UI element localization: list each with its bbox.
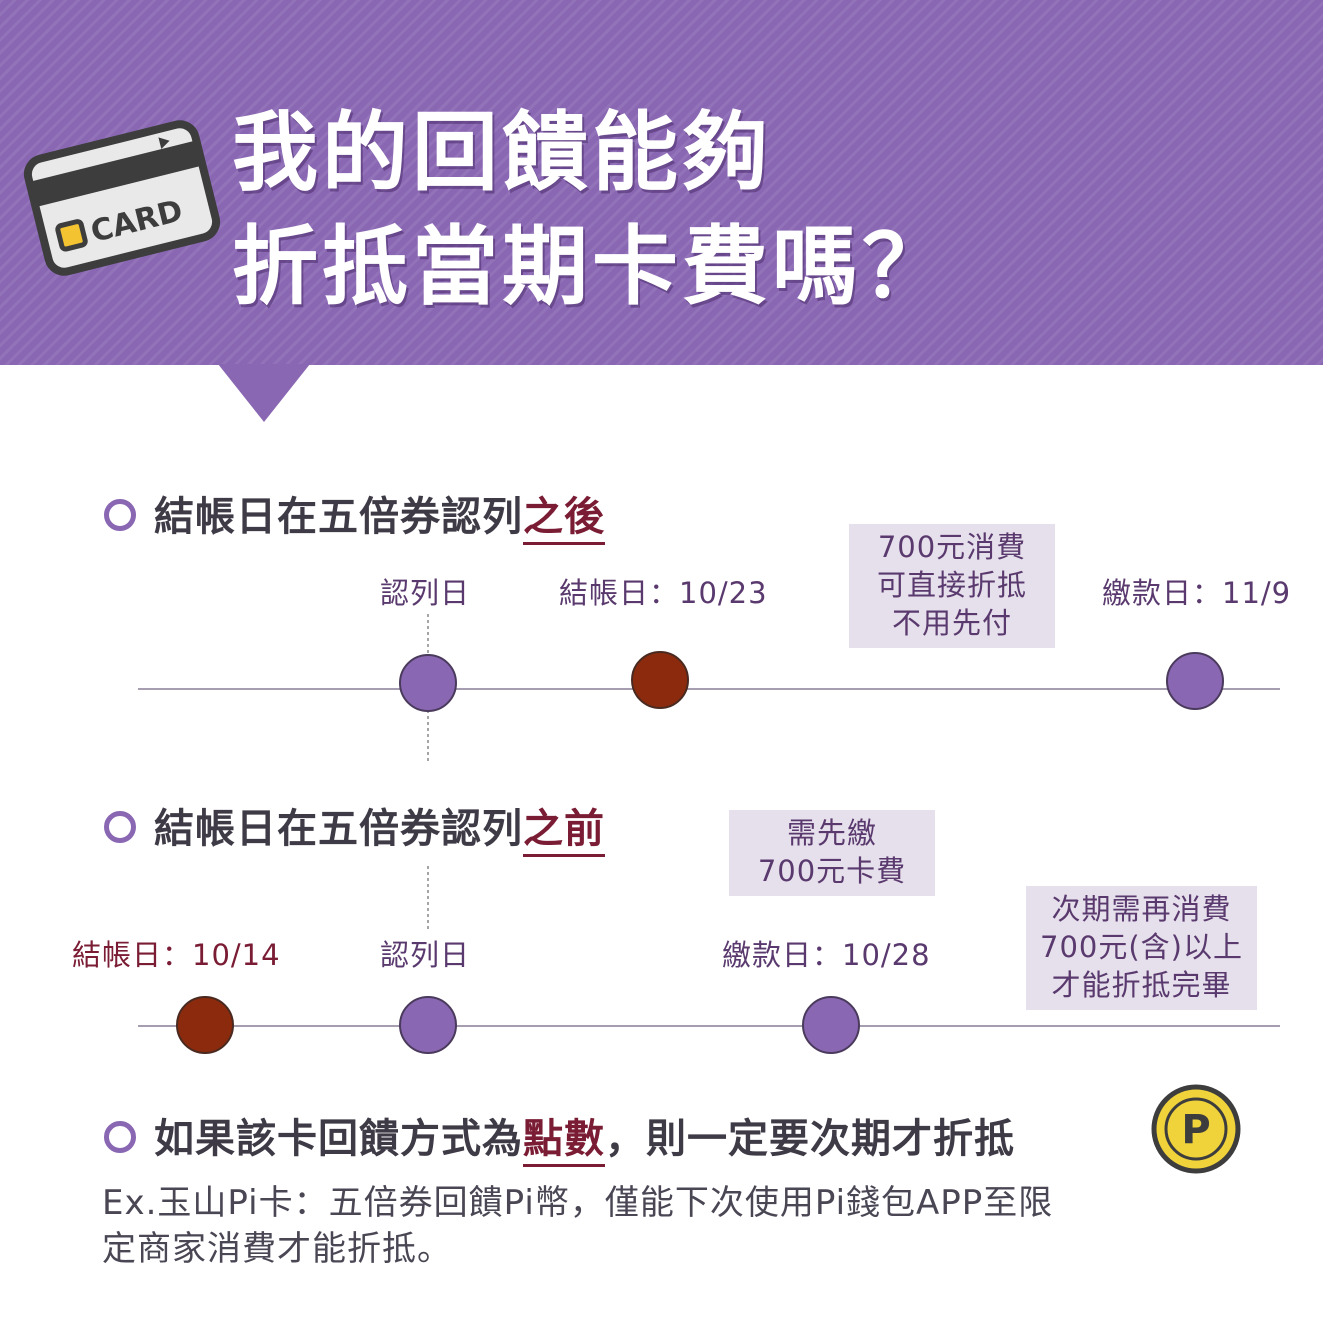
section2-prefix: 結帳日在五倍券認列 <box>154 806 523 852</box>
note-line: 可直接折抵 <box>876 568 1027 602</box>
credit-card-icon: CARD <box>23 120 221 276</box>
timeline1-billing-label: 結帳日：10/23 <box>559 576 768 610</box>
timeline2-recognition-node <box>399 996 457 1054</box>
timeline1-note: 700元消費 可直接折抵 不用先付 <box>849 524 1055 648</box>
timeline1-payment-node <box>1166 652 1224 710</box>
section3-prefix: 如果該卡回饋方式為 <box>154 1116 523 1162</box>
example-line1: Ex.玉山Pi卡：五倍券回饋Pi幣，僅能下次使用Pi錢包APP至限 <box>102 1183 1054 1223</box>
note-line: 次期需再消費 <box>1051 892 1232 926</box>
section3-highlight: 點數 <box>523 1116 605 1167</box>
section3-suffix: ，則一定要次期才折抵 <box>605 1116 1015 1162</box>
header-banner <box>0 0 1323 365</box>
timeline2-note-next-period: 次期需再消費 700元(含)以上 才能折抵完畢 <box>1026 886 1257 1010</box>
example-text: Ex.玉山Pi卡：五倍券回饋Pi幣，僅能下次使用Pi錢包APP至限 定商家消費才… <box>102 1180 1222 1272</box>
circle-bullet-icon <box>104 1121 136 1153</box>
page-title-line2: 折抵當期卡費嗎？ <box>232 217 952 317</box>
timeline2-payment-node <box>802 996 860 1054</box>
section1-prefix: 結帳日在五倍券認列 <box>154 494 523 540</box>
timeline2-note-prepay: 需先繳 700元卡費 <box>729 810 935 896</box>
note-line: 不用先付 <box>891 606 1012 640</box>
example-line2: 定商家消費才能折抵。 <box>102 1229 452 1269</box>
point-coin-icon: P <box>1151 1084 1241 1174</box>
circle-bullet-icon <box>104 499 136 531</box>
note-line: 700元消費 <box>877 530 1027 564</box>
page-title-line1: 我的回饋能夠 <box>232 103 772 203</box>
note-line: 才能折抵完畢 <box>1051 968 1232 1002</box>
timeline1-recognition-label: 認列日 <box>380 576 471 610</box>
timeline1-payment-label: 繳款日：11/9 <box>1102 576 1292 610</box>
timeline2-recognition-label: 認列日 <box>380 938 471 972</box>
section2-highlight: 之前 <box>523 806 605 857</box>
note-line: 需先繳 <box>786 816 877 850</box>
timeline1-recognition-node <box>399 654 457 712</box>
timeline2-billing-node <box>176 996 234 1054</box>
note-line: 700元(含)以上 <box>1040 930 1243 964</box>
note-line: 700元卡費 <box>757 854 907 888</box>
section2-heading: 結帳日在五倍券認列之前 <box>104 796 605 857</box>
section3-heading: 如果該卡回饋方式為點數，則一定要次期才折抵 <box>104 1106 1015 1167</box>
section1-heading: 結帳日在五倍券認列之後 <box>104 484 605 545</box>
timeline2-payment-label: 繳款日：10/28 <box>722 938 931 972</box>
timeline2-billing-label: 結帳日：10/14 <box>72 938 281 972</box>
circle-bullet-icon <box>104 811 136 843</box>
coin-letter: P <box>1181 1107 1210 1153</box>
section1-highlight: 之後 <box>523 494 605 545</box>
timeline1-billing-node <box>631 651 689 709</box>
banner-pointer <box>218 364 310 422</box>
